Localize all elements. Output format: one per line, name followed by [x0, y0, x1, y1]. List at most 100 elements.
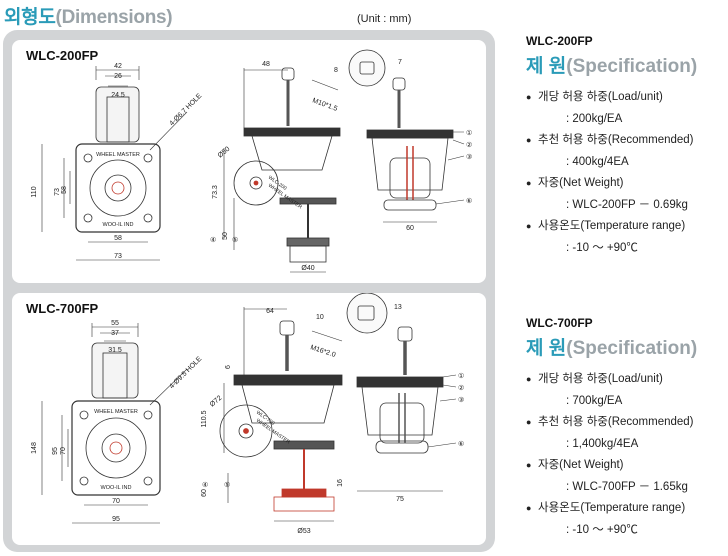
spec-item-load: 개당 허용 하중(Load/unit): 200kg/EA [526, 87, 728, 130]
callout-6: ⑥ [458, 440, 464, 448]
callout-2: ② [466, 141, 472, 149]
spec-model: WLC-700FP [526, 316, 593, 330]
spec-value: : -10 ～ +90℃ [566, 523, 638, 536]
dim-plate-height-inner: 58 [61, 186, 68, 194]
spec-value: : -10 ～ +90℃ [566, 241, 638, 254]
spec-label: 개당 허용 하중(Load/unit) [538, 373, 663, 385]
spec-value: : 1,400kg/4EA [566, 437, 639, 450]
dim-top-outer: 55 [111, 320, 119, 327]
spec-label: 추천 허용 하중(Recommended) [538, 416, 694, 428]
spec-block-wlc-200fp: WLC-200FP 제 원(Specification) 개당 허용 하중(Lo… [526, 34, 728, 259]
spec-heading-main: 제 원 [526, 338, 567, 359]
drawing-card-wlc-200fp: 42 26 24.5 4-Ø6.7 HOLE WHEEL MASTER WOO-… [12, 40, 486, 283]
dim-bolt-right: 7 [398, 59, 402, 66]
spec-heading-paren: (Specification) [566, 338, 698, 359]
spec-list: 개당 허용 하중(Load/unit) : 700kg/EA 추천 허용 하중(R… [526, 369, 728, 541]
drawing-card-wlc-700fp: 55 37 31.5 4-Ø9.5 HOLE WHEEL MASTER WOO-… [12, 293, 486, 545]
dim-plate-height-outer: 148 [31, 442, 38, 454]
dim-offset: 64 [266, 308, 274, 315]
callout-4: ④ [202, 481, 208, 489]
dim-plate-height-inner: 70 [60, 447, 67, 455]
front-view [356, 326, 457, 492]
spec-item-recommended: 추천 허용 하중(Recommended) : 400kg/4EA [526, 130, 728, 173]
plate-text-top: WHEEL MASTER [94, 409, 138, 415]
hole-note: 4-Ø6.7 HOLE [168, 92, 203, 127]
spec-heading-paren: (Specification) [566, 56, 698, 77]
dim-plate-width-outer: 95 [112, 516, 120, 523]
callout-3: ③ [458, 396, 464, 404]
dim-wheel-dia: Ø72 [209, 395, 224, 409]
page-title: 외형도(Dimensions) [4, 2, 173, 29]
spec-item-load: 개당 허용 하중(Load/unit) : 700kg/EA [526, 369, 728, 412]
spec-value: : WLC-700FP － 1.65kg [566, 480, 688, 493]
spec-label: 개당 허용 하중(Load/unit) [538, 91, 663, 103]
spec-item-weight: 자중(Net Weight) : WLC-200FP － 0.69kg [526, 173, 728, 216]
top-view [41, 66, 188, 261]
page-title-paren: (Dimensions) [55, 7, 173, 28]
dim-base: Ø40 [301, 265, 314, 272]
drawing-wlc-200fp: 42 26 24.5 4-Ø6.7 HOLE WHEEL MASTER WOO-… [31, 49, 472, 273]
spec-label: 사용온도(Temperature range) [538, 220, 686, 232]
spec-list: 개당 허용 하중(Load/unit): 200kg/EA 추천 허용 하중(R… [526, 87, 728, 259]
plate-text-bottom: WOO-IL IND [101, 485, 132, 491]
spec-value: : 700kg/EA [566, 394, 623, 407]
callout-4: ④ [210, 236, 216, 244]
unit-note: (Unit : mm) [357, 13, 412, 25]
hole-note: 4-Ø9.5 HOLE [168, 355, 203, 390]
spec-value: : 400kg/4EA [566, 155, 629, 168]
dim-front-width: 75 [396, 496, 404, 503]
spec-value: : WLC-200FP － 0.69kg [566, 198, 688, 211]
dim-foot: 16 [337, 479, 344, 487]
callout-6: ⑥ [466, 197, 472, 205]
dim-height: 110.5 [201, 410, 208, 427]
callout-5: ⑤ [232, 236, 238, 244]
spec-label: 추천 허용 하중(Recommended) [538, 134, 694, 146]
drawing-model-label: WLC-700FP [26, 301, 99, 316]
drawing-model-label: WLC-200FP [26, 48, 99, 63]
dim-plate-width-inner: 58 [114, 235, 122, 242]
dim-base: Ø53 [297, 528, 310, 535]
plate-text-top: WHEEL MASTER [96, 152, 140, 158]
dim-top-inner: 31.5 [108, 347, 122, 354]
dim-stem: 60 [201, 489, 208, 497]
dim-plate-width-outer: 73 [114, 253, 122, 260]
side-view [223, 49, 386, 273]
thread-note: M10*1.5 [311, 97, 338, 113]
dim-small: 6 [225, 365, 232, 369]
callout-1: ① [458, 372, 464, 380]
dim-bolt-top: 10 [316, 314, 324, 321]
plate-text-bottom: WOO-IL IND [103, 222, 134, 228]
spec-heading: 제 원(Specification) [526, 333, 728, 360]
dim-top-inner: 24.5 [111, 92, 125, 99]
dim-plate-height-outer: 110 [31, 186, 38, 197]
dim-top-mid: 37 [111, 330, 119, 337]
dim-top-mid: 26 [114, 73, 122, 80]
spec-heading-main: 제 원 [526, 56, 567, 77]
callout-3: ③ [466, 153, 472, 161]
dim-top-outer: 42 [114, 63, 122, 70]
thread-note: M16*2.0 [309, 344, 336, 359]
drawing-wlc-700fp: 55 37 31.5 4-Ø9.5 HOLE WHEEL MASTER WOO-… [31, 293, 464, 535]
dim-plate-height-mid: 73 [54, 188, 61, 196]
dim-stem: 50 [222, 232, 229, 240]
spec-item-temperature: 사용온도(Temperature range) : -10 ～ +90℃ [526, 216, 728, 259]
spec-heading: 제 원(Specification) [526, 51, 728, 78]
page-title-main: 외형도 [4, 7, 56, 28]
dim-plate-height-mid: 95 [52, 447, 59, 455]
spec-label: 사용온도(Temperature range) [538, 502, 686, 514]
spec-model: WLC-200FP [526, 34, 593, 48]
dim-height: 73.3 [212, 185, 219, 199]
spec-item-recommended: 추천 허용 하중(Recommended) : 1,400kg/4EA [526, 412, 728, 455]
top-view [41, 323, 188, 524]
dim-plate-width-inner: 70 [112, 498, 120, 505]
front-view [366, 77, 465, 223]
dim-front-width: 60 [406, 225, 414, 232]
spec-item-temperature: 사용온도(Temperature range) : -10 ～ +90℃ [526, 498, 728, 541]
spec-item-weight: 자중(Net Weight) : WLC-700FP － 1.65kg [526, 455, 728, 498]
dim-bolt-right: 13 [394, 304, 402, 311]
spec-block-wlc-700fp: WLC-700FP 제 원(Specification) 개당 허용 하중(Lo… [526, 316, 728, 541]
callout-1: ① [466, 129, 472, 137]
side-view [219, 293, 388, 522]
spec-label: 자중(Net Weight) [538, 459, 624, 471]
spec-label: 자중(Net Weight) [538, 177, 624, 189]
